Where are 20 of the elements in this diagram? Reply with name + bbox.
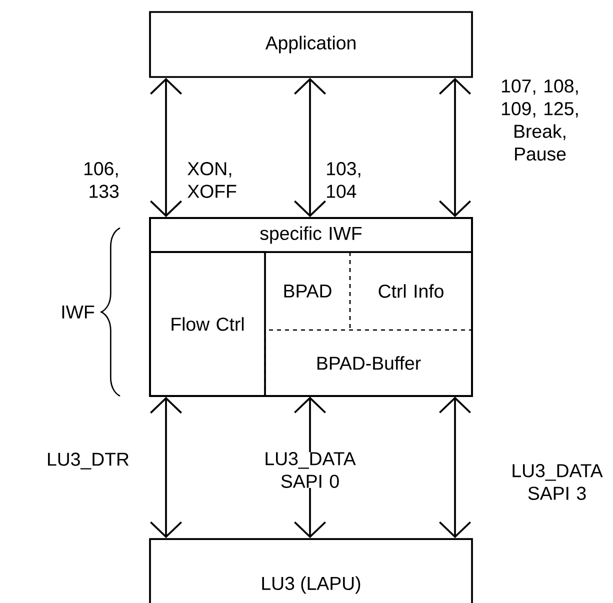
bpad-cell: BPAD — [284, 284, 332, 298]
specific-iwf-box: specific IWF — [149, 217, 473, 253]
application-box: Application — [149, 11, 473, 78]
lu3-box: LU3 (LAPU) — [149, 538, 473, 603]
signal-label: XON, XOFF — [188, 162, 236, 198]
double-arrow — [439, 78, 471, 218]
edge-label: LU3_DATA SAPI 3 — [512, 464, 603, 500]
double-arrow — [150, 396, 182, 538]
edge-label: 103, 104 — [327, 162, 360, 198]
edge-label: 107, 108, 109, 125, Break, Pause — [502, 79, 578, 161]
ctrl-info-cell: Ctrl Info — [378, 284, 444, 298]
double-arrow — [150, 78, 182, 218]
edge-label: LU3_DATA SAPI 0 — [266, 452, 356, 488]
flow-ctrl-cell: Flow Ctrl — [149, 251, 266, 397]
bpad-buffer-cell: BPAD-Buffer — [264, 329, 473, 397]
group-label: IWF — [62, 306, 94, 318]
edge-label: 106, 133 — [84, 162, 119, 198]
edge-label: LU3_DTR — [48, 452, 129, 470]
double-arrow — [439, 396, 471, 538]
double-arrow — [294, 78, 326, 218]
